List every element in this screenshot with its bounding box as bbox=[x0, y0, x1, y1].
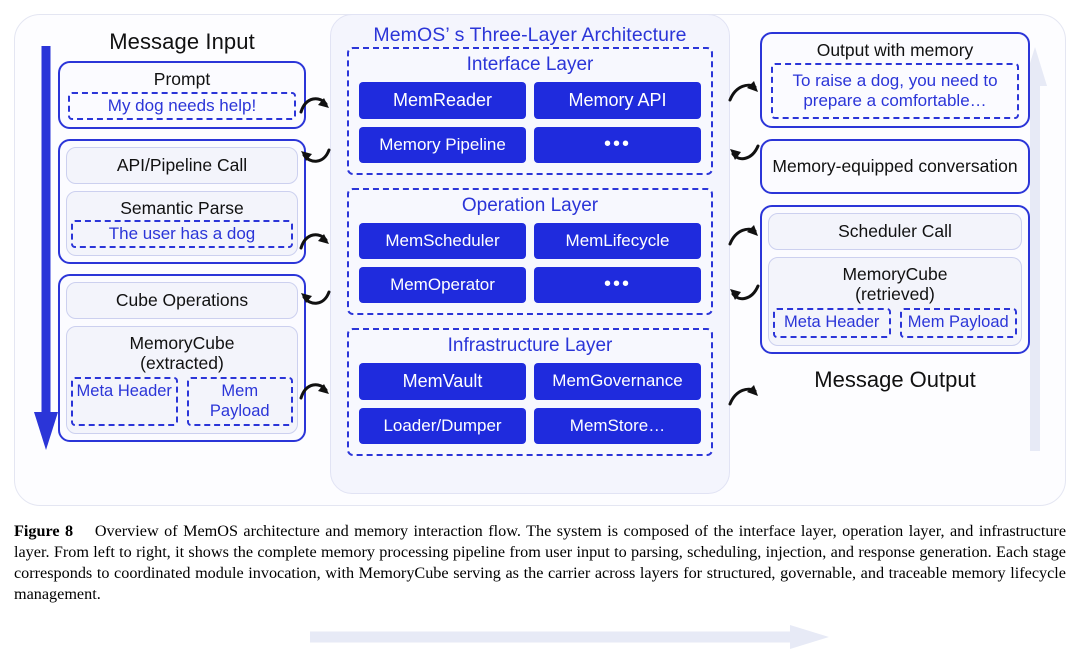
connector-arrow-parse-to-operation bbox=[299, 233, 329, 250]
module-memory-api[interactable]: Memory API bbox=[534, 82, 701, 119]
scheduler-call-chip[interactable]: Scheduler Call bbox=[768, 213, 1022, 251]
operation-layer-modules: MemScheduler MemLifecycle MemOperator ••… bbox=[359, 223, 701, 303]
connector-arrow-infrastructure-to-cube bbox=[728, 385, 758, 406]
memorycube-sublabel: (extracted) bbox=[140, 352, 224, 373]
output-with-memory-label: Output with memory bbox=[816, 40, 974, 60]
infrastructure-layer-title: Infrastructure Layer bbox=[447, 335, 613, 356]
memorycube-retrieved-cells: Meta Header Mem Payload bbox=[773, 308, 1017, 338]
module-memoperator[interactable]: MemOperator bbox=[359, 267, 526, 303]
memorycube-retrieved-chip[interactable]: MemoryCube (retrieved) Meta Header Mem P… bbox=[768, 257, 1022, 346]
scheduler-cube-group[interactable]: Scheduler Call MemoryCube (retrieved) Me… bbox=[760, 205, 1030, 354]
message-output-column: Output with memory To raise a dog, you n… bbox=[760, 22, 1030, 494]
interface-layer-title: Interface Layer bbox=[466, 54, 594, 75]
prompt-quote: My dog needs help! bbox=[68, 91, 296, 120]
memory-equipped-conversation-group[interactable]: Memory-equipped conversation bbox=[760, 138, 1030, 195]
module-memscheduler[interactable]: MemScheduler bbox=[359, 223, 526, 259]
cube-operations-label: Cube Operations bbox=[115, 290, 249, 311]
interface-layer-modules: MemReader Memory API Memory Pipeline ••• bbox=[359, 82, 701, 163]
cube-group[interactable]: Cube Operations MemoryCube (extracted) M… bbox=[58, 274, 306, 443]
module-loader-dumper[interactable]: Loader/Dumper bbox=[359, 408, 526, 444]
output-with-memory-quote: To raise a dog, you need to prepare a co… bbox=[771, 62, 1019, 119]
semantic-parse-quote: The user has a dog bbox=[71, 220, 293, 249]
module-memgovernance[interactable]: MemGovernance bbox=[534, 363, 701, 400]
semantic-parse-label: Semantic Parse bbox=[120, 197, 244, 218]
api-pipeline-call-chip[interactable]: API/Pipeline Call bbox=[66, 146, 298, 184]
operation-layer-title: Operation Layer bbox=[461, 195, 599, 216]
memorycube-label: MemoryCube bbox=[129, 333, 235, 354]
infrastructure-layer-modules: MemVault MemGovernance Loader/Dumper Mem… bbox=[359, 363, 701, 444]
figure-caption-text: Overview of MemOS architecture and memor… bbox=[14, 522, 1067, 604]
message-input-column: Message Input Prompt My dog needs help! … bbox=[48, 22, 316, 494]
retrieved-mem-payload-cell: Mem Payload bbox=[899, 308, 1017, 338]
prompt-group[interactable]: Prompt My dog needs help! bbox=[58, 61, 306, 129]
semantic-parse-chip[interactable]: Semantic Parse The user has a dog bbox=[66, 190, 298, 257]
connector-arrow-cube-to-infrastructure bbox=[299, 383, 329, 400]
architecture-title: MemOS’ s Three-Layer Architecture bbox=[373, 24, 687, 46]
connector-arrow-interface-to-parse bbox=[301, 148, 331, 163]
mem-payload-cell: Mem Payload bbox=[186, 377, 293, 427]
architecture-column: MemOS’ s Three-Layer Architecture Interf… bbox=[330, 14, 730, 494]
scheduler-call-label: Scheduler Call bbox=[838, 221, 952, 242]
api-pipeline-call-label: API/Pipeline Call bbox=[116, 154, 248, 175]
connector-arrow-operation-to-conversation bbox=[728, 225, 758, 246]
input-flow-down-arrow bbox=[34, 46, 58, 450]
module-memstore[interactable]: MemStore… bbox=[534, 408, 701, 444]
module-memlifecycle[interactable]: MemLifecycle bbox=[534, 223, 701, 259]
memorycube-cells: Meta Header Mem Payload bbox=[71, 377, 293, 427]
module-memreader[interactable]: MemReader bbox=[359, 82, 526, 119]
connector-arrow-interface-to-output bbox=[728, 81, 758, 102]
meta-header-cell: Meta Header bbox=[71, 377, 178, 427]
module-operation-more[interactable]: ••• bbox=[534, 267, 701, 303]
memorycube-retrieved-sublabel: (retrieved) bbox=[855, 283, 935, 304]
connector-arrow-output-to-interface bbox=[730, 144, 760, 161]
connector-arrow-conversation-to-operation bbox=[730, 284, 760, 301]
prompt-label: Prompt bbox=[153, 69, 211, 89]
message-input-title: Message Input bbox=[109, 29, 255, 54]
retrieved-meta-header-cell: Meta Header bbox=[773, 308, 891, 338]
operation-layer-panel[interactable]: Operation Layer MemScheduler MemLifecycl… bbox=[347, 188, 713, 315]
memory-equipped-conversation-label: Memory-equipped conversation bbox=[772, 155, 1018, 176]
connector-arrow-operation-to-cube bbox=[301, 290, 331, 305]
output-with-memory-group[interactable]: Output with memory To raise a dog, you n… bbox=[760, 32, 1030, 128]
module-memory-pipeline[interactable]: Memory Pipeline bbox=[359, 127, 526, 163]
module-interface-more[interactable]: ••• bbox=[534, 127, 701, 163]
interface-layer-panel[interactable]: Interface Layer MemReader Memory API Mem… bbox=[347, 47, 713, 175]
module-memvault[interactable]: MemVault bbox=[359, 363, 526, 400]
parse-group[interactable]: API/Pipeline Call Semantic Parse The use… bbox=[58, 138, 306, 265]
figure-caption: Figure 8 Overview of MemOS architecture … bbox=[14, 521, 1066, 605]
bottom-flow-right-arrow bbox=[310, 625, 829, 649]
cube-operations-chip[interactable]: Cube Operations bbox=[66, 282, 298, 320]
figure-caption-label: Figure 8 bbox=[14, 522, 90, 540]
infrastructure-layer-panel[interactable]: Infrastructure Layer MemVault MemGoverna… bbox=[347, 328, 713, 456]
memorycube-retrieved-label: MemoryCube bbox=[842, 264, 948, 285]
memorycube-extracted-chip[interactable]: MemoryCube (extracted) Meta Header Mem P… bbox=[66, 326, 298, 435]
message-output-title: Message Output bbox=[814, 366, 976, 392]
connector-arrow-prompt-to-interface bbox=[299, 97, 329, 114]
